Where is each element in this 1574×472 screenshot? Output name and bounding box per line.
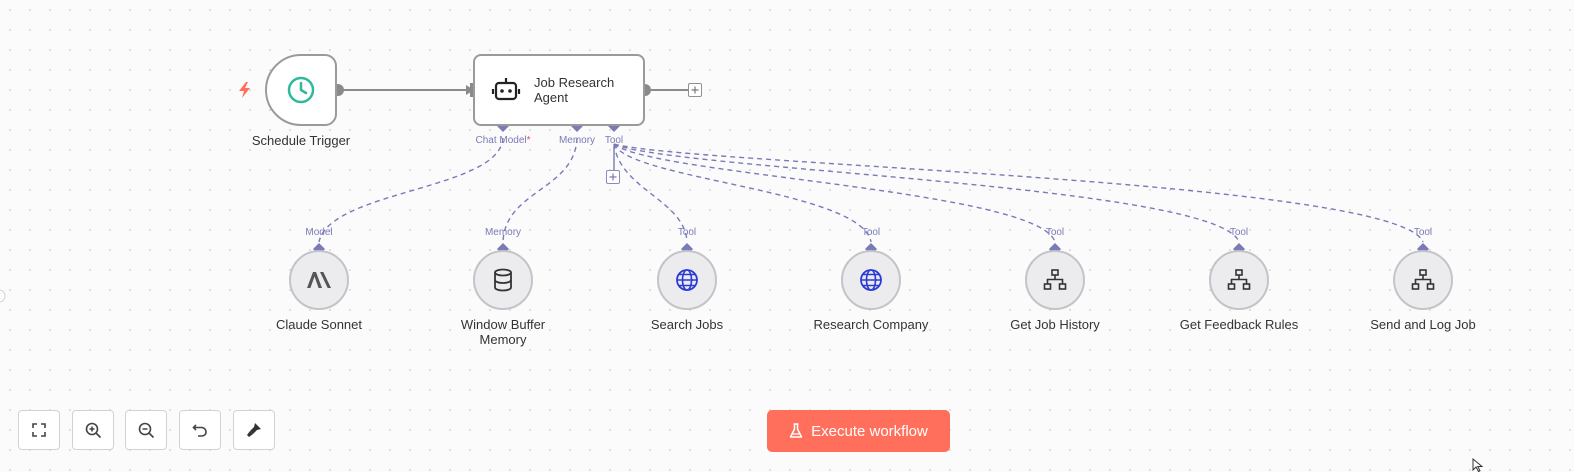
sub-node-label: Research Company — [813, 317, 929, 332]
reset-zoom-icon — [192, 424, 207, 437]
job-research-agent-node[interactable]: Job Research Agent — [473, 54, 645, 126]
anthropic-icon — [307, 272, 331, 288]
sub-node-handle-label: Tool — [1229, 227, 1249, 238]
sub-node-handle-label: Memory — [484, 227, 522, 238]
database-icon — [494, 268, 512, 292]
globe-icon — [860, 269, 882, 291]
add-tool-button[interactable] — [606, 170, 620, 184]
tool-connection-get-job-history[interactable] — [613, 143, 1056, 243]
flask-icon — [789, 423, 803, 438]
sub-node-label: Get Job History — [1010, 317, 1100, 332]
sub-node-label: Search Jobs — [650, 317, 724, 332]
execute-workflow-label: Execute workflow — [811, 422, 928, 440]
sitemap-icon — [1227, 269, 1251, 290]
sub-node-label: Window Buffer Memory — [460, 317, 546, 347]
zoom-out-button[interactable] — [125, 410, 167, 450]
sub-node-handle-label: Tool — [1413, 227, 1433, 238]
research-company-node[interactable] — [841, 250, 901, 310]
tidy-up-icon — [247, 423, 261, 437]
reset-zoom-button[interactable] — [179, 410, 221, 450]
mouse-cursor-icon — [1472, 458, 1484, 472]
sub-node-label: Get Feedback Rules — [1179, 317, 1299, 332]
sub-node-handle-label: Tool — [677, 227, 697, 238]
memory-handle-label: Memory — [558, 135, 596, 146]
window-buffer-memory-node[interactable] — [473, 250, 533, 310]
tool-handle-label: Tool — [604, 135, 624, 146]
chat-model-text: Chat Model — [475, 135, 527, 146]
search-jobs-node[interactable] — [657, 250, 717, 310]
trigger-bolt-icon — [239, 82, 250, 98]
sub-node-label: Claude Sonnet — [275, 317, 362, 332]
robot-icon — [491, 78, 521, 101]
claude-sonnet-node[interactable] — [289, 250, 349, 310]
tool-connection-get-feedback-rules[interactable] — [613, 143, 1240, 243]
tool-connection-research-company[interactable] — [613, 143, 872, 243]
fit-view-icon — [32, 423, 46, 437]
tool-connection-send-and-log-job[interactable] — [613, 143, 1424, 243]
plus-icon — [609, 173, 617, 181]
schedule-trigger-node[interactable] — [265, 54, 337, 126]
sitemap-icon — [1411, 269, 1435, 290]
zoom-out-icon — [138, 422, 154, 438]
add-next-node-button[interactable] — [688, 83, 702, 97]
execute-workflow-button[interactable]: Execute workflow — [767, 410, 950, 452]
tidy-up-button[interactable] — [233, 410, 275, 450]
tool-connection-search-jobs[interactable] — [613, 143, 688, 243]
sub-node-handle-label: Tool — [861, 227, 881, 238]
fit-view-button[interactable] — [18, 410, 60, 450]
collapse-panel-icon[interactable] — [0, 288, 6, 304]
agent-input-handle[interactable] — [470, 83, 475, 97]
get-job-history-node[interactable] — [1025, 250, 1085, 310]
model-connection[interactable] — [318, 137, 504, 243]
chat-model-handle-label: Chat Model* — [468, 135, 538, 146]
schedule-trigger-label: Schedule Trigger — [251, 133, 351, 148]
plus-icon — [691, 86, 699, 94]
get-feedback-rules-node[interactable] — [1209, 250, 1269, 310]
agent-node-label: Job Research Agent — [534, 75, 615, 105]
sub-node-label: Send and Log Job — [1370, 317, 1476, 332]
sub-node-handle-label: Model — [305, 227, 333, 238]
sub-node-handle-label: Tool — [1045, 227, 1065, 238]
zoom-in-button[interactable] — [72, 410, 114, 450]
required-marker: * — [526, 135, 531, 146]
globe-icon — [676, 269, 698, 291]
clock-icon — [287, 76, 315, 104]
memory-connection[interactable] — [502, 137, 578, 243]
zoom-in-icon — [85, 422, 101, 438]
sitemap-icon — [1043, 269, 1067, 290]
send-and-log-job-node[interactable] — [1393, 250, 1453, 310]
